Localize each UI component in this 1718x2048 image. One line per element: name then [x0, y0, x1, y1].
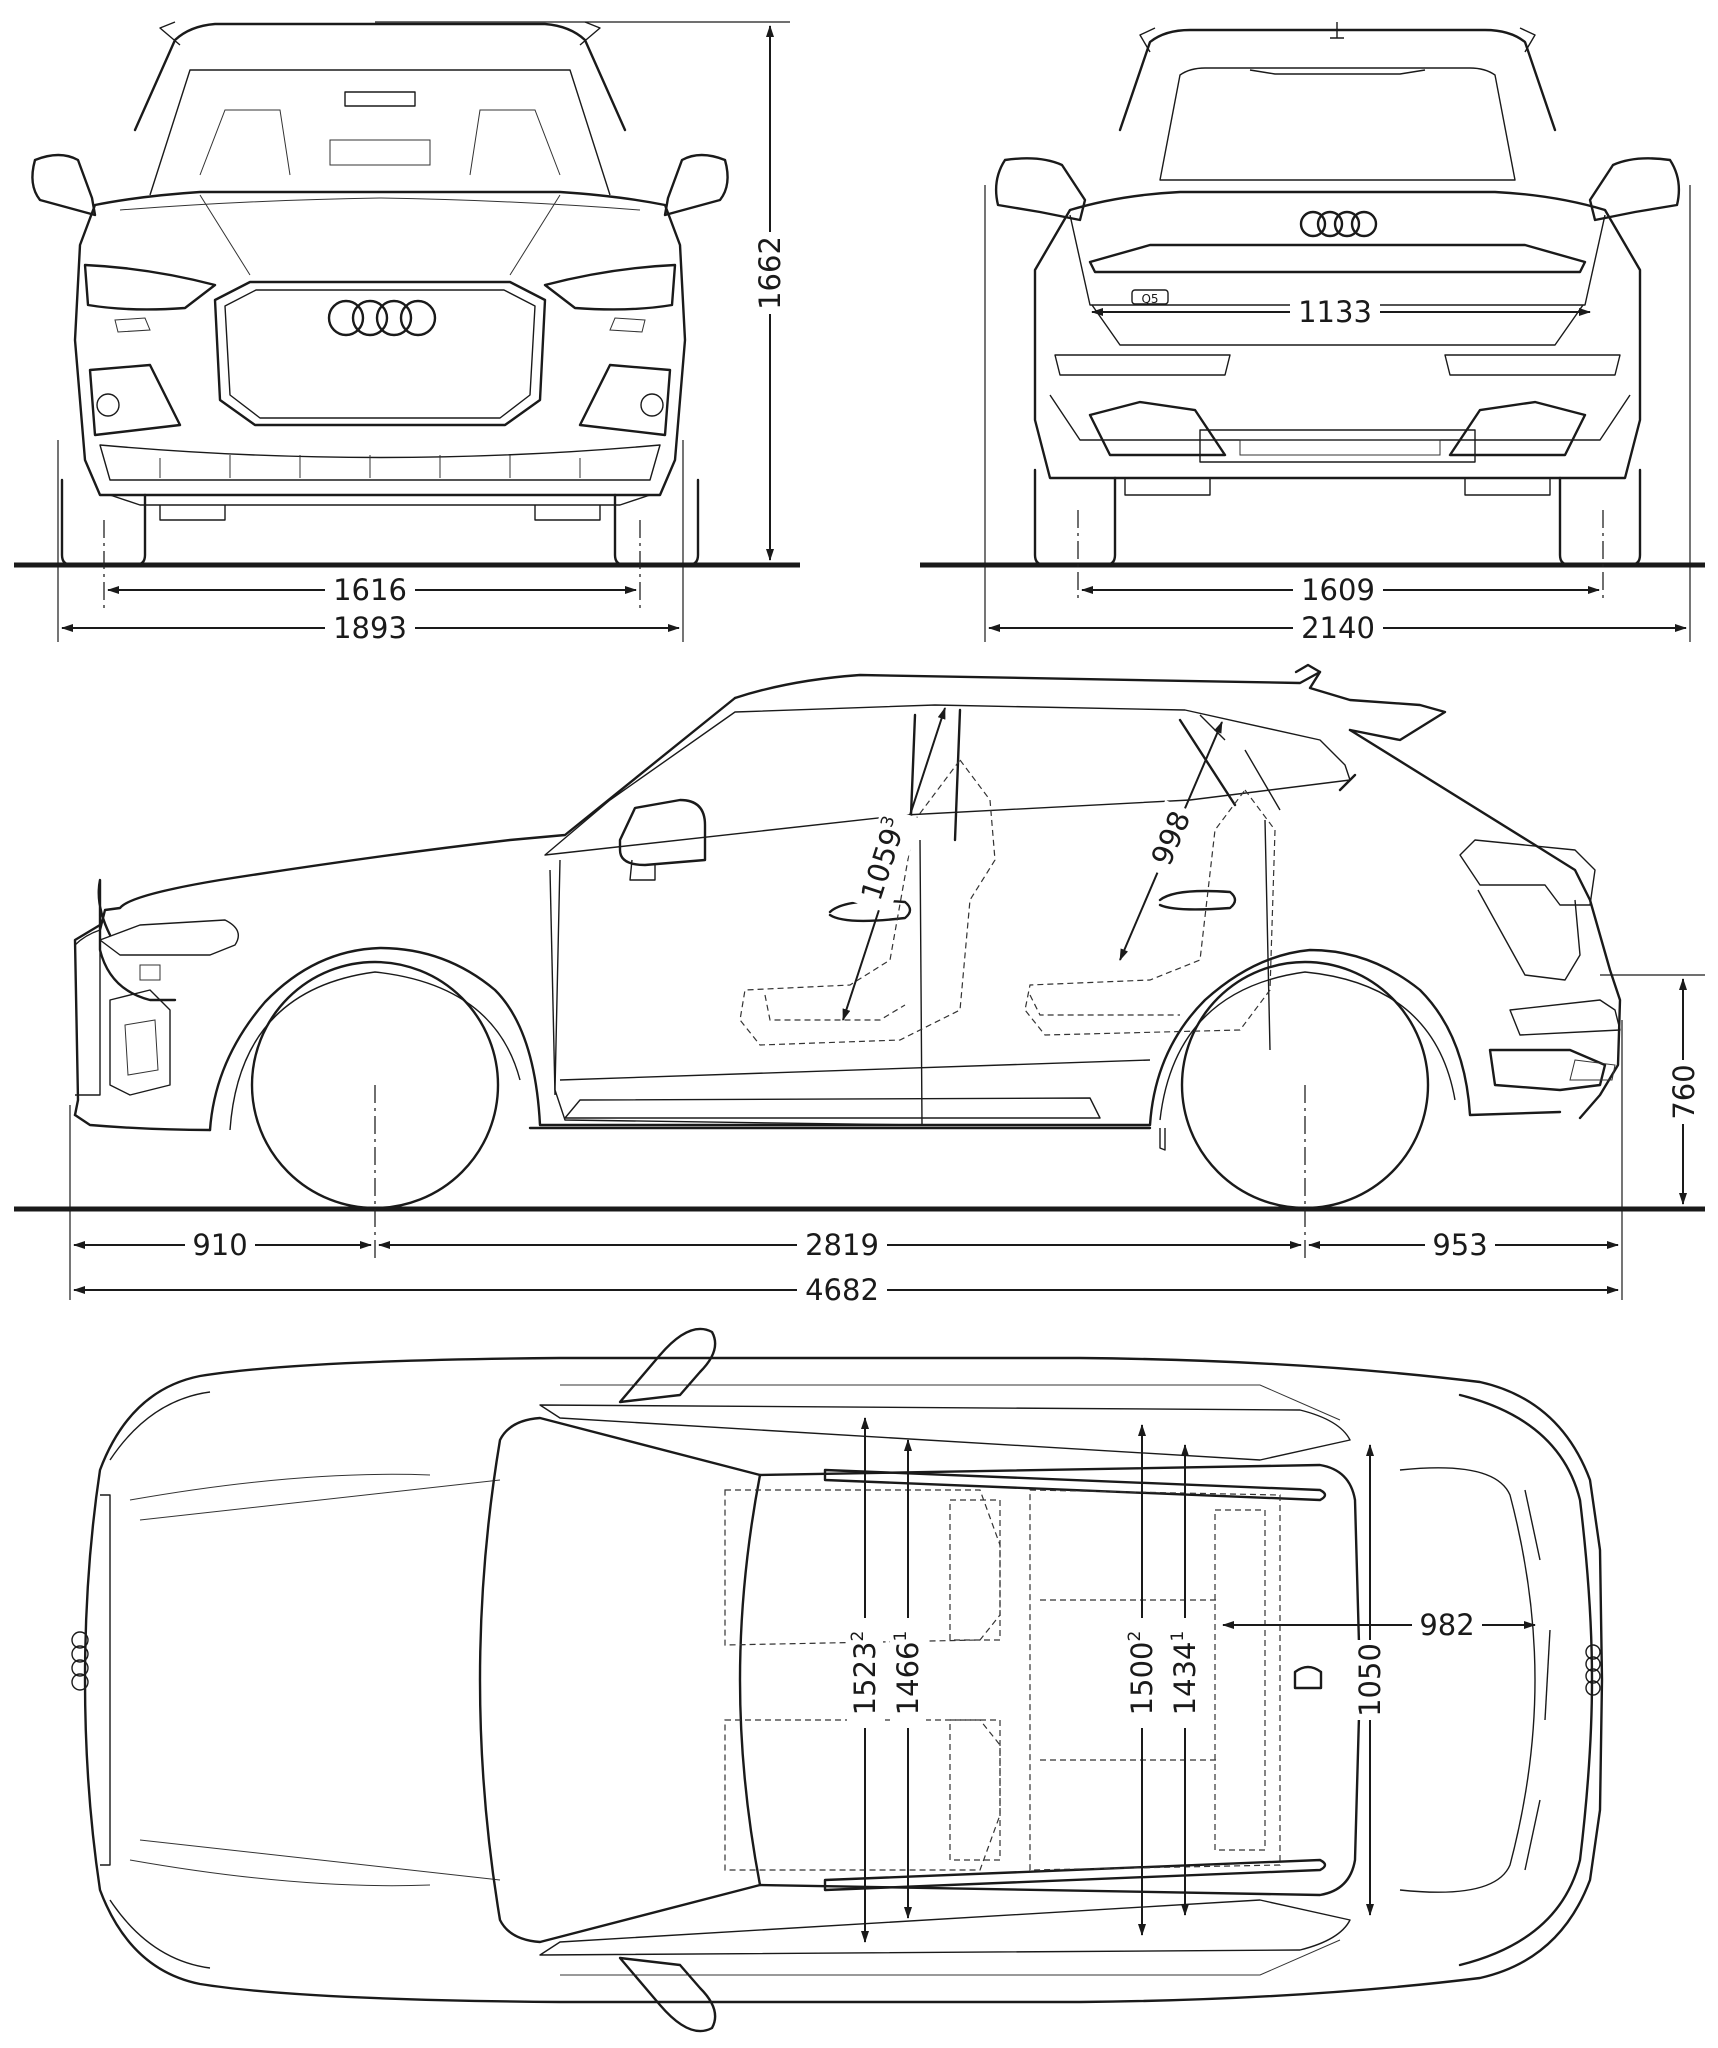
rear-load-width-label: 1133: [1298, 295, 1372, 329]
front-view: 1662 1616 1893: [14, 21, 800, 645]
side-view-car-drawing: [73, 663, 1622, 1210]
top-interior-dimensions: 15232 14661 15002 14341 1050 982: [847, 1417, 1536, 1943]
rear-audi-rings: [1299, 210, 1378, 238]
side-rear-headroom-dimension: 998: [1119, 721, 1223, 961]
wheelbase-label: 2819: [805, 1228, 879, 1262]
top-view-car-drawing: [71, 1327, 1604, 2033]
cargo-width-label: 1050: [1353, 1643, 1387, 1717]
front-width-label: 1893: [333, 611, 407, 645]
rear-width-label: 2140: [1301, 611, 1375, 645]
rear-elbow-label: 1434: [1168, 1642, 1202, 1716]
rear-view-car-drawing: Q5: [994, 22, 1681, 567]
rear-overhang-label: 953: [1432, 1228, 1487, 1262]
rear-elbow-footnote: 1: [1168, 1631, 1188, 1642]
front-view-car-drawing: [31, 21, 729, 567]
side-load-sill-dimension: 760: [1600, 974, 1705, 1205]
rear-model-badge: Q5: [1141, 292, 1158, 306]
rear-shoulder-label: 1500: [1125, 1642, 1159, 1716]
svg-text:15232: 15232: [848, 1631, 882, 1716]
front-track-label: 1616: [333, 573, 407, 607]
front-track-dimension: 1616: [103, 520, 641, 612]
top-audi-rings: [71, 1631, 89, 1691]
front-width-dimension: 1893: [57, 440, 684, 645]
front-elbow-label: 1466: [891, 1642, 925, 1716]
front-audi-rings: [327, 299, 437, 337]
rear-shoulder-footnote: 2: [1125, 1631, 1145, 1642]
top-rear-audi-rings: [1585, 1644, 1601, 1696]
rear-track-dimension: 1609: [1077, 510, 1604, 607]
rear-track-label: 1609: [1301, 573, 1375, 607]
front-overhang-label: 910: [192, 1228, 247, 1262]
svg-text:15002: 15002: [1125, 1631, 1159, 1716]
top-view: 15232 14661 15002 14341 1050 982: [71, 1327, 1604, 2033]
load-sill-height-label: 760: [1667, 1064, 1701, 1119]
side-view: 10593 998 760 910 2819 953: [14, 663, 1705, 1307]
cargo-length-label: 982: [1419, 1608, 1474, 1642]
rear-view: Q5 1133 1609: [920, 22, 1705, 645]
front-height-dimension: 1662: [375, 21, 790, 561]
front-height-label: 1662: [753, 236, 787, 310]
svg-text:14341: 14341: [1168, 1631, 1202, 1716]
overall-length-label: 4682: [805, 1273, 879, 1307]
rear-width-dimension: 2140: [984, 185, 1691, 645]
front-shoulder-footnote: 2: [848, 1631, 868, 1642]
front-elbow-footnote: 1: [891, 1631, 911, 1642]
side-length-dimensions: 910 2819 953 4682: [73, 1228, 1619, 1307]
side-front-headroom-dimension: 10593: [842, 707, 946, 1021]
front-shoulder-label: 1523: [848, 1642, 882, 1716]
svg-text:14661: 14661: [891, 1631, 925, 1716]
rear-load-width-dimension: 1133: [1091, 294, 1591, 329]
